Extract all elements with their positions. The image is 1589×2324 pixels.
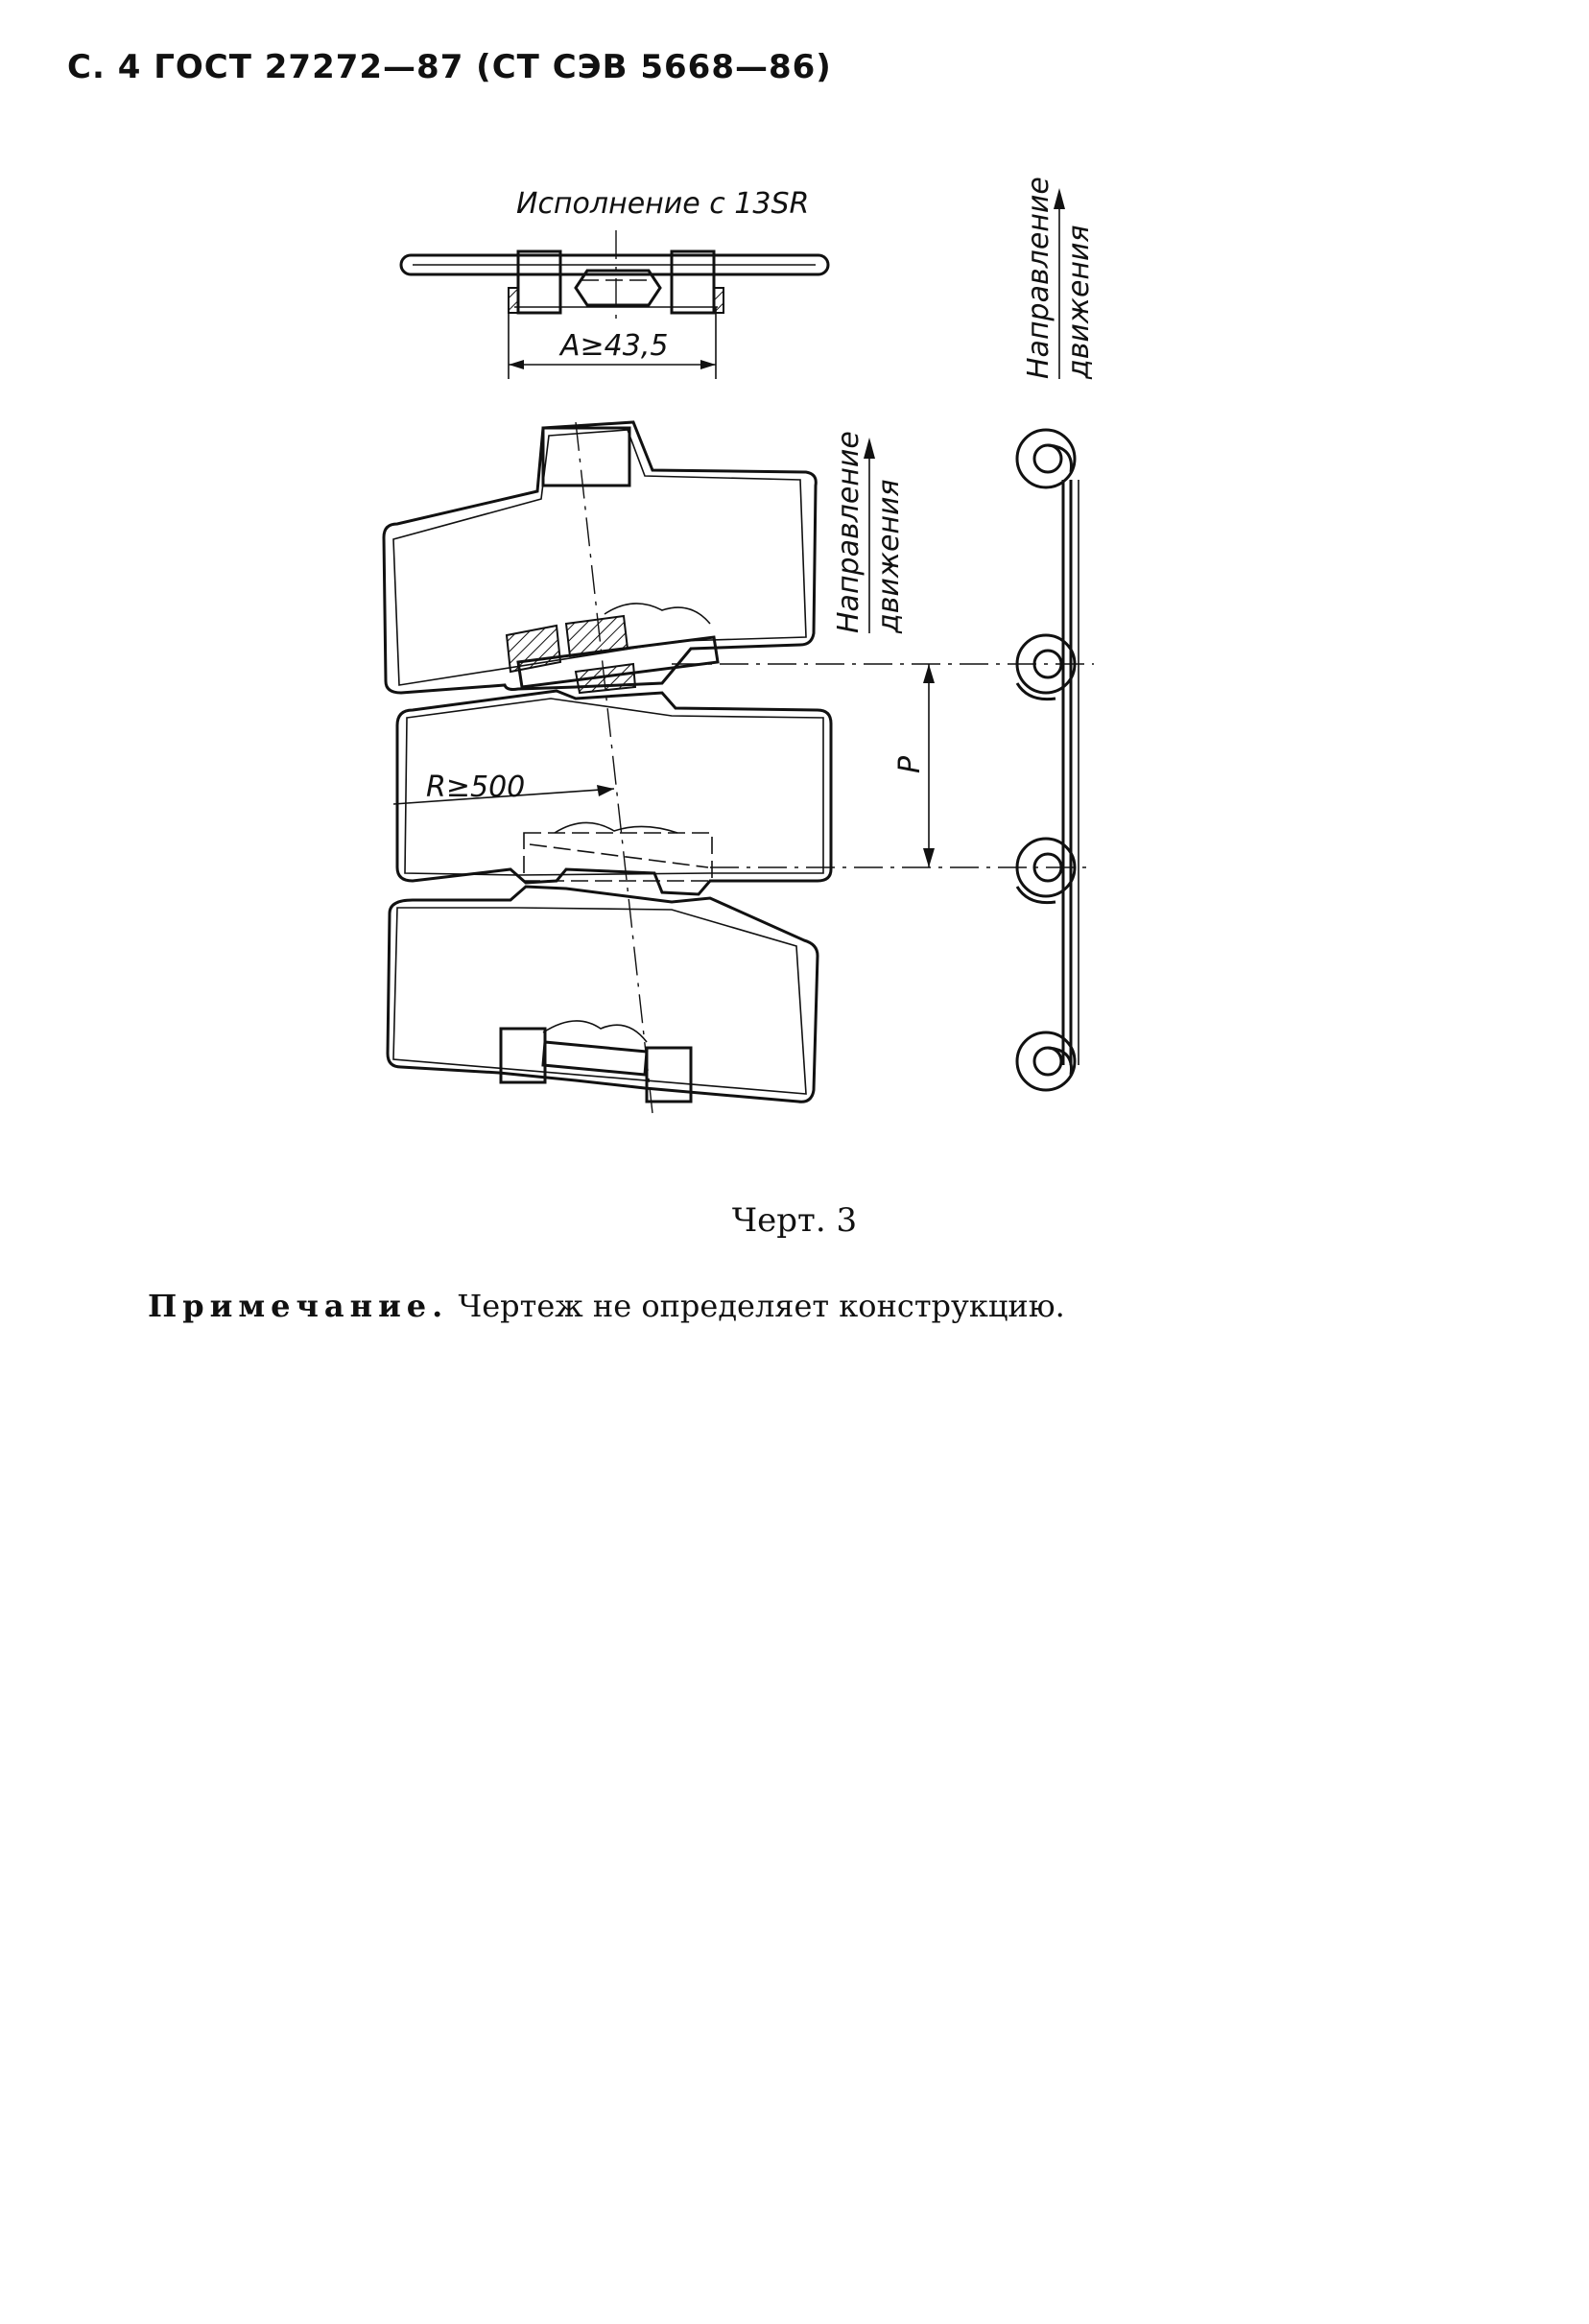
direction-arrow-top: Направление движения (1022, 177, 1096, 380)
direction-label-2: движения (1062, 225, 1096, 380)
direction-label-3: Направление (832, 431, 866, 633)
plate-lower (386, 885, 819, 1103)
technical-drawing: Исполнение с 13SR А≥43,5 Направление дви… (382, 177, 1096, 1114)
side-view (1015, 428, 1079, 1092)
plate-middle (395, 689, 833, 896)
figure-caption: Черт. 3 (731, 1201, 858, 1240)
plan-view: R≥500 Направление движения P (382, 420, 1094, 1114)
page-header: С. 4 ГОСТ 27272—87 (СТ СЭВ 5668—86) (67, 48, 832, 86)
note-lead: Примечание. (148, 1288, 449, 1324)
section-view: Исполнение с 13SR А≥43,5 (399, 187, 830, 379)
plate-upper (382, 420, 818, 695)
note: Примечание. Чертеж не определяет констру… (148, 1288, 1065, 1324)
note-text: Чертеж не определяет конструкцию. (448, 1288, 1065, 1324)
dimension-p-label: P (893, 755, 927, 773)
direction-label-1: Направление (1022, 177, 1055, 379)
section-view-title: Исполнение с 13SR (516, 187, 809, 221)
direction-label-4: движения (872, 479, 906, 634)
dimension-r-label: R≥500 (426, 771, 525, 804)
dimension-a-label: А≥43,5 (558, 329, 668, 363)
